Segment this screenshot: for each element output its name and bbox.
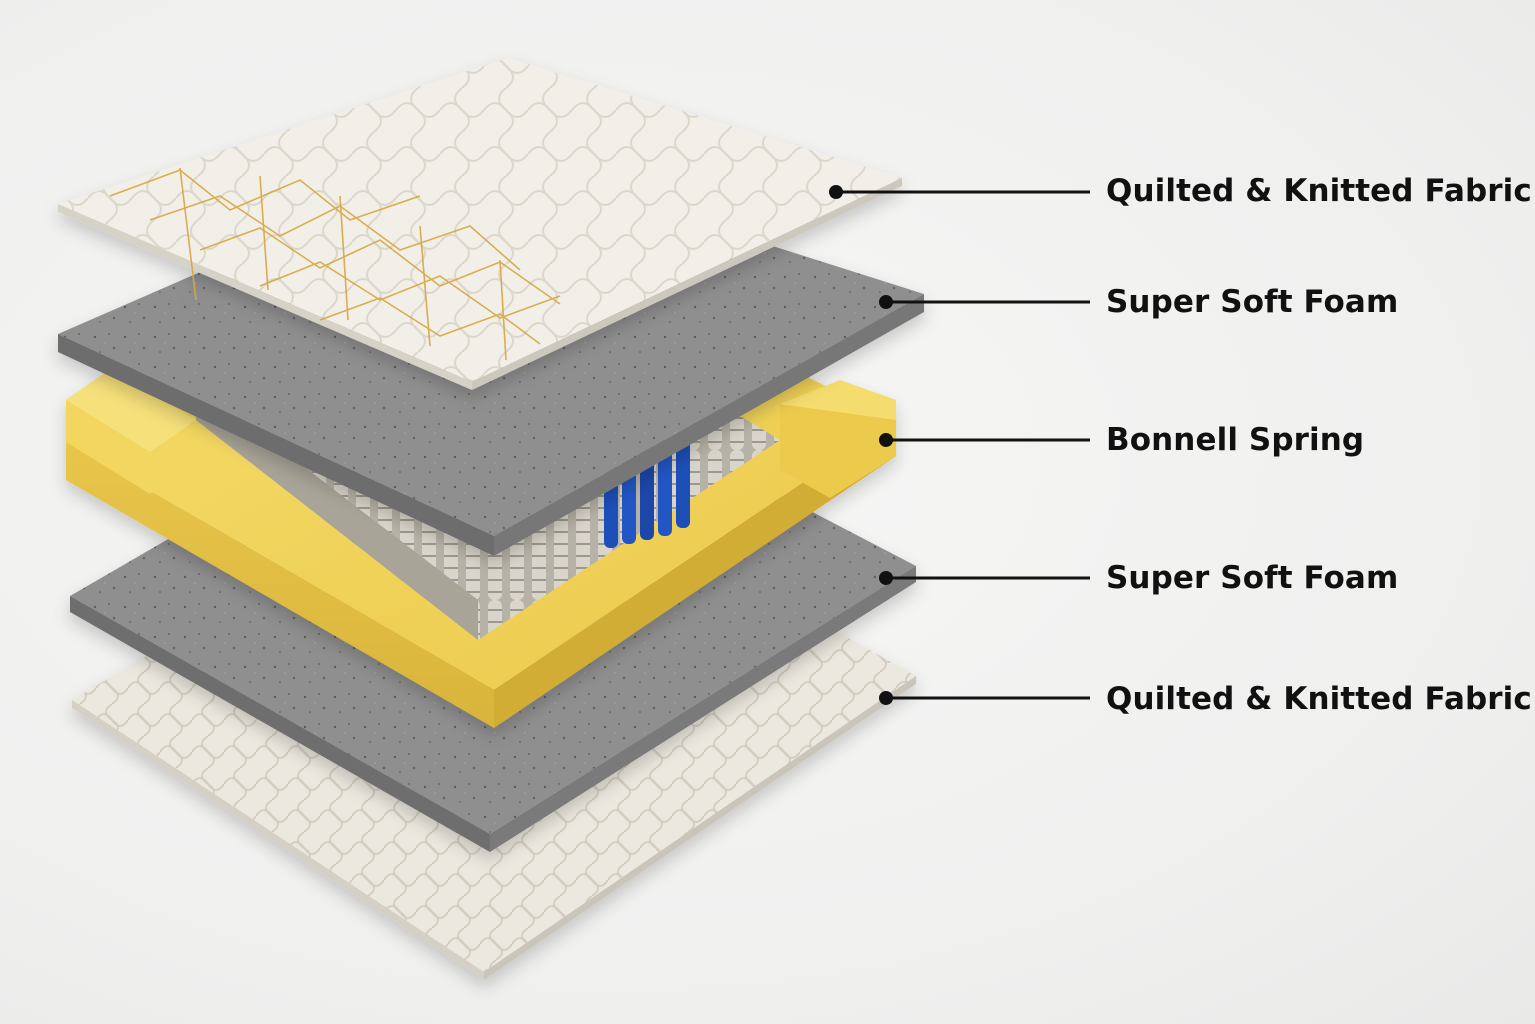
label-lower-foam: Super Soft Foam: [1106, 560, 1399, 596]
label-upper-foam: Super Soft Foam: [1106, 284, 1399, 320]
leader-lines: [829, 185, 1090, 705]
label-bottom-fabric: Quilted & Knitted Fabric: [1106, 681, 1532, 717]
leader-spring: [879, 433, 1090, 447]
leader-top-fabric: [829, 185, 1090, 199]
leader-lower-foam: [879, 571, 1090, 585]
leader-bottom-fabric: [879, 691, 1090, 705]
label-top-fabric: Quilted & Knitted Fabric: [1106, 173, 1532, 209]
top-fabric-layer: [58, 58, 902, 390]
gold-embroidery-pattern: [109, 167, 561, 361]
leader-upper-foam: [879, 295, 1090, 309]
label-spring: Bonnell Spring: [1106, 422, 1365, 458]
